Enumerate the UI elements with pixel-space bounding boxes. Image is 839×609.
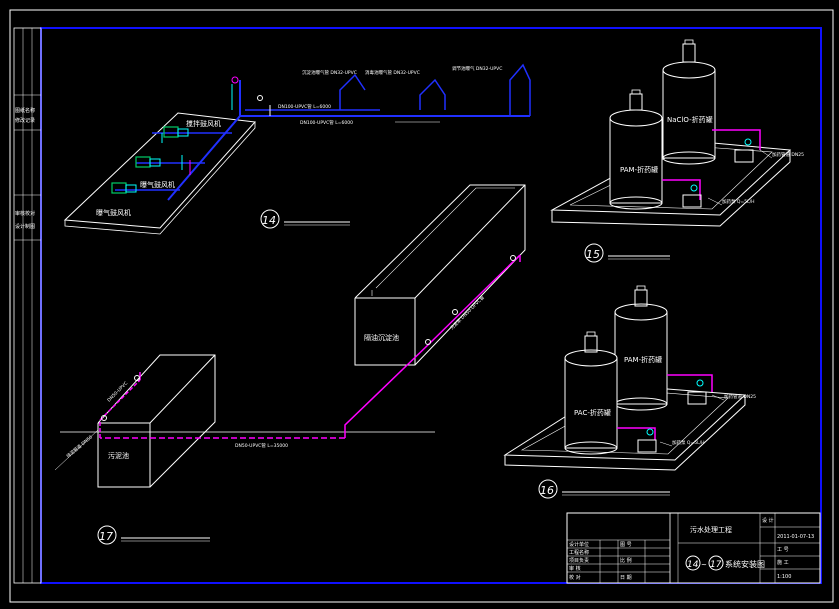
title-block-label: 工程名称 — [569, 549, 589, 556]
valve-icon — [134, 375, 140, 381]
dosing-pump-icon — [687, 391, 707, 405]
pac-tank: PAC-折药罐 — [564, 331, 618, 455]
valve-icon — [425, 339, 431, 345]
title-block-value: 工 号 — [777, 547, 789, 553]
left-title-strip: 图纸名称 修改记录 审核校对 设计制图 — [13, 27, 42, 584]
view-number-marker — [538, 479, 558, 499]
view-15-dosing-system: NaClO-折药罐 PAM-折药罐 加药管道 DN25 加药泵 Q=5L/H 1… — [550, 39, 804, 263]
view-number: 15 — [586, 248, 600, 261]
view-number-marker — [708, 555, 724, 571]
drawing-title-prefix: 14 — [687, 560, 699, 570]
dosing-note: 加药管道 DN25 — [772, 151, 804, 158]
view-16-dosing-system: PAM-折药罐 PAC-折药罐 加药管道 DN25 加药泵 Q=5L/H 16 — [503, 285, 756, 499]
strip-label: 审核校对 — [15, 210, 35, 217]
branch-label: 沉淀池曝气管 DN32-UPVC — [302, 69, 357, 76]
title-block-label: 设计单位 — [569, 541, 589, 548]
naclo-tank: NaClO-折药罐 — [662, 39, 716, 165]
pipe-note: 污泥泵 DN50-UPVC管 — [448, 294, 486, 332]
drawing-title-joiner: ~ — [701, 561, 707, 569]
view-17-sludge-system: 隔油沉淀池 污泥池 污泥泵 DN50-UPVC管 DN50-UPVC管 L=35… — [54, 184, 526, 545]
drawing-title: 系统安装图 — [725, 559, 765, 569]
blower-unit — [111, 182, 137, 194]
valve-icon — [231, 76, 239, 84]
title-block-label: 图 号 — [620, 542, 632, 548]
pipe-note: 排泥管道 DN50 — [65, 434, 94, 460]
branch-label: 消毒池曝气管 DN32-UPVC — [365, 69, 420, 76]
tank-label: PAM-折药罐 — [624, 355, 662, 364]
view-number: 17 — [99, 530, 113, 543]
tank-label: NaClO-折药罐 — [667, 115, 713, 124]
pool-label: 隔油沉淀池 — [364, 333, 399, 342]
tank-label: PAC-折药罐 — [574, 408, 611, 417]
agitator-motor-icon — [682, 43, 696, 63]
title-block-label: 校 对 — [569, 574, 581, 581]
drawing-title-suffix: 17 — [710, 560, 722, 570]
strip-label: 修改记录 — [15, 117, 35, 124]
pam-tank: PAM-折药罐 — [609, 89, 663, 210]
project-name: 污水处理工程 — [690, 525, 732, 534]
pipe-note: DN50-UPVC管 L=35000 — [235, 442, 288, 449]
view-number-marker — [584, 243, 604, 263]
dosing-note: 加药泵 Q=5L/H — [672, 439, 705, 446]
drawing-date: 2011-01-07-13 — [777, 534, 814, 540]
valve-icon — [452, 309, 458, 315]
title-block: 设计单位 工程名称 项目负责 审 核 校 对 图 号 比 例 日 期 设 计 污… — [566, 512, 821, 584]
separation-tank: 隔油沉淀池 — [354, 184, 526, 366]
agitator-motor-icon — [629, 93, 643, 111]
branch-label: 调节池曝气 DN32-UPVC — [452, 65, 502, 72]
blower-unit — [135, 156, 161, 168]
strip-label: 图纸名称 — [15, 107, 35, 114]
title-block-label: 项目负责 — [569, 557, 589, 564]
title-block-label: 比 例 — [620, 557, 632, 564]
valve-icon — [257, 95, 263, 101]
view-number-marker — [685, 555, 701, 571]
dosing-pump-icon — [734, 149, 754, 163]
view-number-marker — [260, 209, 280, 229]
view-number: 16 — [540, 484, 554, 497]
outer-frame — [9, 9, 834, 603]
view-number-marker — [97, 525, 117, 545]
view-number: 14 — [262, 214, 276, 227]
title-block-label: 审 核 — [569, 565, 581, 572]
dosing-note: 加药管道 DN25 — [724, 393, 756, 400]
pipe-note: DN100-UPVC管 L=6000 — [300, 119, 353, 126]
strip-label: 设计制图 — [15, 223, 35, 230]
dosing-pump-icon — [637, 439, 657, 453]
pipe-note: DN100-UPVC管 L=6000 — [278, 103, 331, 110]
blower-label: 曝气鼓风机 — [140, 180, 175, 189]
title-block-value: 1:100 — [777, 574, 791, 580]
dosing-pump-icon — [682, 194, 702, 208]
dosing-note: 加药泵 Q=5L/H — [722, 198, 755, 205]
sludge-pipe — [344, 254, 521, 438]
blower-label: 搅拌鼓风机 — [186, 119, 221, 128]
sludge-pool: 污泥池 — [97, 354, 216, 488]
blower-unit — [163, 126, 189, 138]
view-14-blower-system: 搅拌鼓风机 曝气鼓风机 曝气鼓风机 DN100-UPVC管 L=6000 DN1… — [63, 63, 531, 235]
pam-tank: PAM-折药罐 — [614, 285, 668, 411]
valve-icon — [101, 415, 107, 421]
tank-label: PAM-折药罐 — [620, 165, 658, 174]
title-block-label: 日 期 — [620, 575, 632, 581]
pool-label: 污泥池 — [108, 451, 129, 460]
title-block-label: 设 计 — [762, 517, 774, 524]
valve-icon — [510, 255, 516, 261]
title-block-value: 施 工 — [777, 559, 789, 566]
blower-label: 曝气鼓风机 — [96, 208, 131, 217]
